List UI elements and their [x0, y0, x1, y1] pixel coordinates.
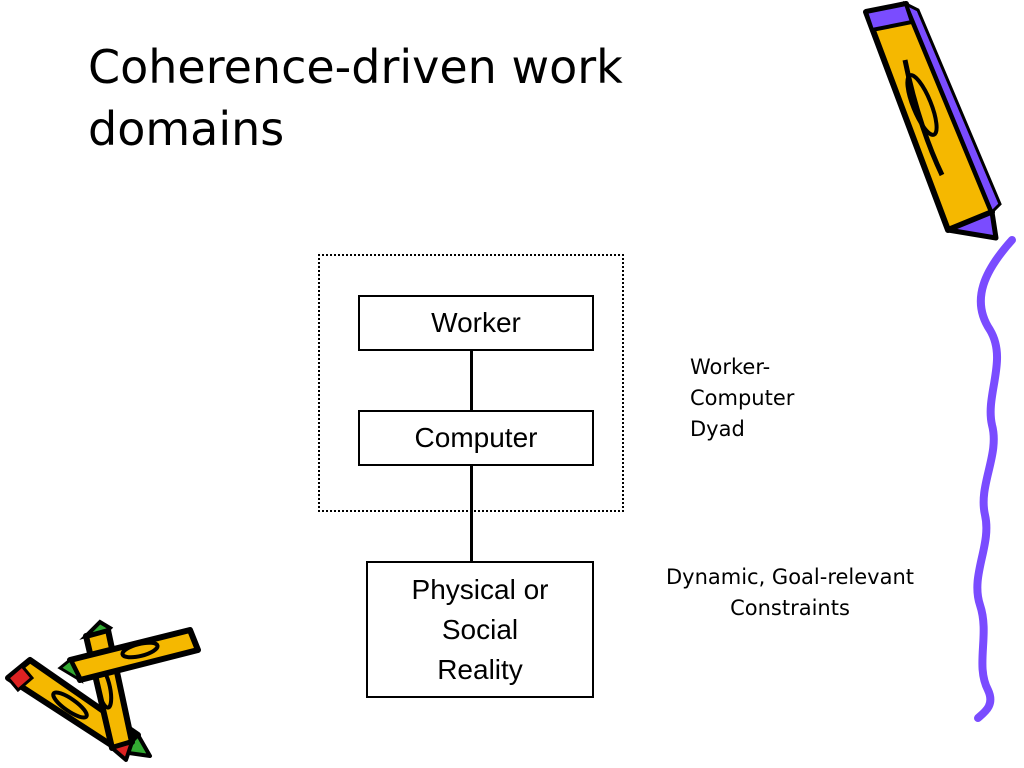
- computer-label: Computer: [414, 422, 538, 453]
- dyad-annotation-line-2: Computer: [690, 386, 795, 410]
- computer-node: Computer: [358, 410, 594, 466]
- title-line-1: Coherence-driven work: [88, 40, 623, 94]
- crossed-pencils-icon: [5, 619, 201, 762]
- wavy-line-border: [973, 236, 1016, 722]
- reality-label-line-1: Physical or: [411, 573, 549, 605]
- reality-node: Physical or Social Reality: [366, 561, 594, 698]
- reality-label-line-3: Reality: [437, 653, 523, 685]
- computer-reality-connector: [470, 466, 473, 561]
- reality-label-line-2: Social: [441, 613, 519, 645]
- constraints-annotation: Dynamic, Goal-relevant Constraints: [640, 562, 940, 624]
- worker-node: Worker: [358, 295, 594, 351]
- worker-label: Worker: [431, 307, 521, 338]
- pencil-icon: [863, 0, 1002, 241]
- constraints-annotation-line-1: Dynamic, Goal-relevant: [665, 565, 915, 589]
- worker-computer-connector: [470, 351, 473, 410]
- dyad-annotation: Worker- Computer Dyad: [690, 352, 794, 445]
- constraints-annotation-line-2: Constraints: [730, 596, 850, 620]
- slide-title: Coherence-driven work domains: [88, 36, 808, 160]
- dyad-annotation-line-3: Dyad: [690, 417, 745, 441]
- title-line-2: domains: [88, 102, 285, 156]
- dyad-annotation-line-1: Worker-: [690, 355, 771, 379]
